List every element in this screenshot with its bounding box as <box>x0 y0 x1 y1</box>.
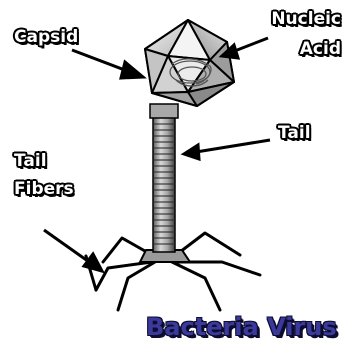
tail-sheath <box>153 116 175 252</box>
arrow-capsid <box>72 50 130 72</box>
tail-fiber-right-mid <box>172 262 220 310</box>
tail-fiber-left-mid <box>118 262 155 310</box>
nucleic-acid-label-line2: Acid <box>300 40 341 59</box>
diagram-title: Bacteria Virus <box>146 313 337 341</box>
arrow-tail-fibers <box>44 230 92 264</box>
capsid-label: Capsid <box>14 28 78 47</box>
capsid-head <box>145 20 234 106</box>
collar <box>150 104 178 118</box>
tail-fibers-label-line1: Tail <box>14 152 47 171</box>
arrow-tail <box>196 140 270 152</box>
arrow-nucleic-acid <box>232 38 268 52</box>
tail-fiber-right-back <box>176 233 240 255</box>
tail-label: Tail <box>278 124 311 143</box>
tail-fibers-label-line2: Fibers <box>14 180 74 199</box>
nucleic-acid-label-line1: Nucleic <box>271 10 341 29</box>
